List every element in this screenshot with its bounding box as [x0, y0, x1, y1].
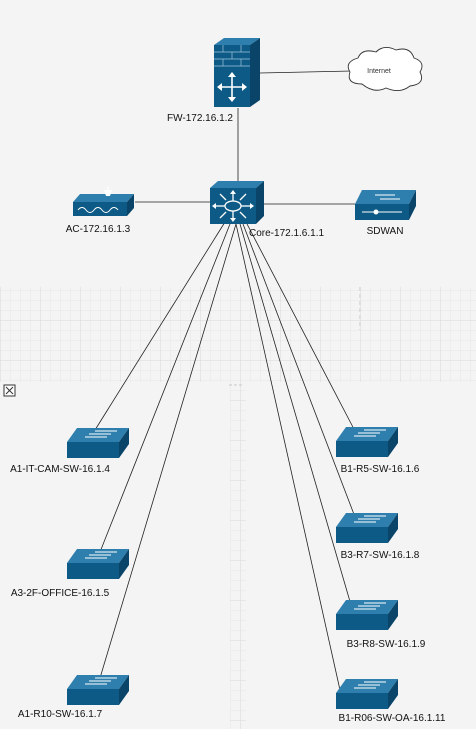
internet-label: Internet: [367, 68, 391, 75]
collapse-box-icon[interactable]: [3, 384, 16, 397]
firewall-label: FW-172.16.1.2: [167, 113, 233, 124]
core-label: Core-172.1.6.1.1: [249, 228, 324, 239]
link-core-a1r10: [99, 223, 237, 679]
switch-label-b3-r7: B3-R7-SW-16.1.8: [341, 550, 420, 561]
switch-label-a1-it-cam: A1-IT-CAM-SW-16.1.4: [10, 464, 110, 475]
switch-label-b3-r8: B3-R8-SW-16.1.9: [347, 639, 426, 650]
link-core-b3r7: [242, 223, 356, 518]
switch-label-a1-r10: A1-R10-SW-16.1.7: [18, 709, 103, 720]
switch-b1-r06-oa-icon[interactable]: [336, 679, 398, 709]
access-controller-icon[interactable]: [73, 186, 134, 216]
switch-label-b1-r06-oa: B1-R06-SW-OA-16.1.11: [339, 713, 446, 724]
link-core-b3r8: [239, 223, 352, 606]
switch-label-b1-r5: B1-R5-SW-16.1.6: [341, 464, 420, 475]
access-switches: [67, 427, 398, 709]
grid-strip: [230, 382, 246, 729]
firewall-icon[interactable]: [214, 38, 260, 107]
connections: [94, 70, 357, 691]
grid-band: [0, 287, 476, 382]
link-core-a3: [99, 223, 231, 553]
switch-label-a3-2f-office: A3-2F-OFFICE-16.1.5: [11, 588, 110, 599]
link-core-b1r06: [235, 223, 341, 691]
sdwan-router-icon[interactable]: [355, 190, 416, 220]
link-fw-internet: [259, 70, 353, 74]
internet-cloud[interactable]: Internet: [347, 47, 423, 91]
switch-a3-2f-office-icon[interactable]: [67, 549, 129, 579]
core-switch-icon[interactable]: [210, 181, 264, 224]
switch-b3-r7-icon[interactable]: [336, 513, 398, 543]
switch-b3-r8-icon[interactable]: [336, 600, 398, 630]
ac-label: AC-172.16.1.3: [66, 224, 131, 235]
switch-a1-r10-icon[interactable]: [67, 675, 129, 705]
switch-a1-it-cam-icon[interactable]: [67, 428, 129, 458]
sdwan-label: SDWAN: [367, 226, 404, 237]
link-core-a1: [94, 221, 226, 431]
link-core-b1r5: [245, 221, 357, 434]
switch-b1-r5-icon[interactable]: [336, 427, 398, 457]
